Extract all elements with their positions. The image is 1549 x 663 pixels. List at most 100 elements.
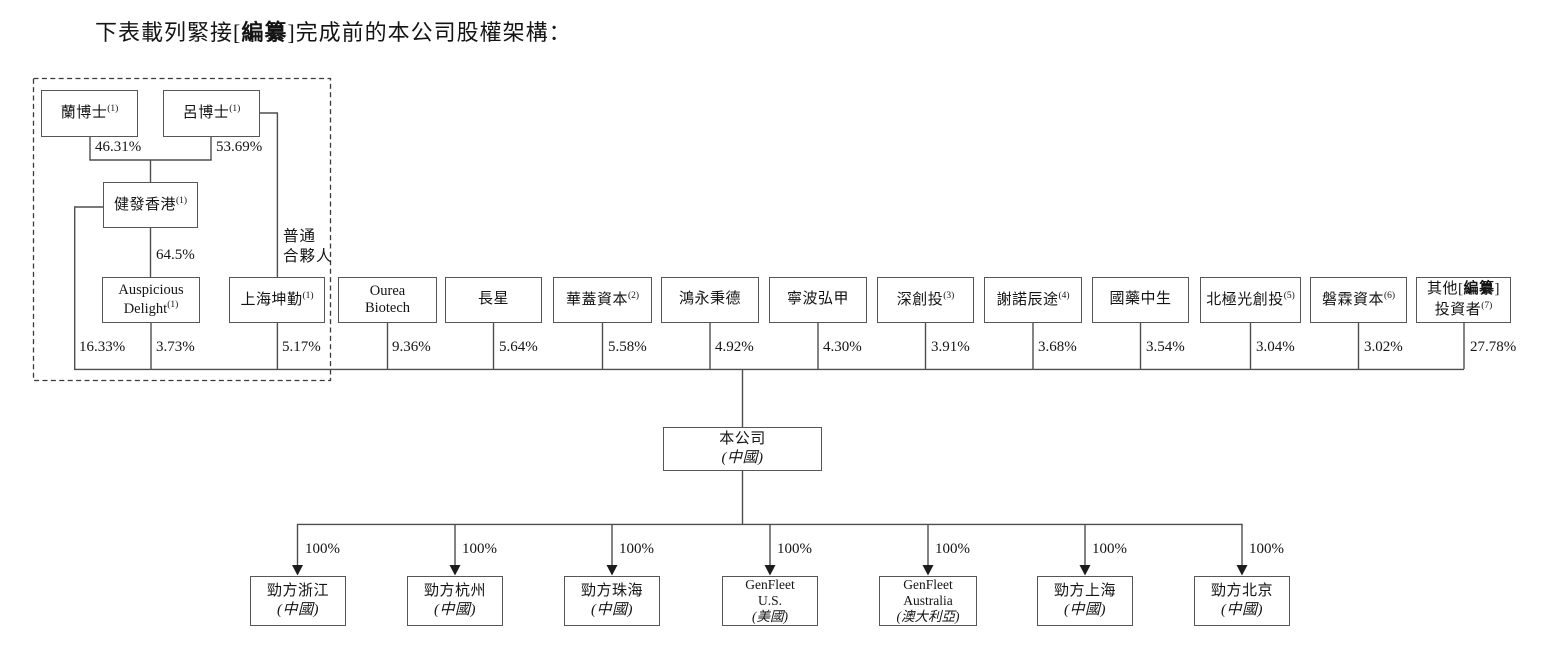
node-shanghai-kunqin: 上海坤勤(1)	[229, 277, 325, 323]
subsidiary-name-line1: GenFleet	[903, 577, 953, 593]
pct-jianfa-direct: 16.33%	[79, 339, 126, 355]
node-label: 北極光創投(5)	[1206, 290, 1295, 308]
pct-ourea: 9.36%	[392, 339, 431, 355]
pct-beijiguang: 3.04%	[1256, 339, 1295, 355]
pct-guoyao: 3.54%	[1146, 339, 1185, 355]
subsidiary-country: (中國)	[591, 602, 633, 618]
node-ningbo-hongjia: 寧波弘甲	[769, 277, 867, 323]
node-guoyao-zhongsheng: 國藥中生	[1092, 277, 1189, 323]
page-title: 下表載列緊接[編纂]完成前的本公司股權架構：	[95, 15, 572, 47]
node-hongyong-bingde: 鴻永秉德	[661, 277, 759, 323]
title-redacted-placeholder: 編纂	[241, 20, 288, 45]
pct-auspicious: 3.73%	[156, 339, 195, 355]
company-country: (中國)	[721, 450, 764, 466]
node-genfang-zhuhai: 勁方珠海 (中國)	[564, 576, 660, 626]
node-label: 上海坤勤(1)	[240, 290, 314, 308]
pct-sub-australia: 100%	[935, 541, 970, 557]
node-label: 磐霖資本(6)	[1321, 290, 1396, 308]
pct-sub-hangzhou: 100%	[462, 541, 497, 557]
node-label: 呂博士(1)	[182, 104, 241, 122]
node-ourea-biotech: Ourea Biotech	[338, 277, 437, 323]
subsidiary-name: 勁方杭州	[423, 582, 486, 599]
node-other-investors: 其他[編纂] 投資者(7)	[1416, 277, 1511, 323]
pct-huagai: 5.58%	[608, 339, 647, 355]
node-label: 鴻永秉德	[678, 291, 741, 308]
arrowhead-australia	[922, 565, 934, 576]
arrowhead-shanghai	[1079, 565, 1091, 576]
node-label-line1: 其他[編纂]	[1426, 281, 1500, 297]
subsidiary-name-line1: GenFleet	[745, 577, 795, 593]
node-genfang-beijing: 勁方北京 (中國)	[1194, 576, 1290, 626]
title-text-end: ]完成前的本公司股權架構：	[287, 20, 572, 45]
node-genfang-zhejiang: 勁方浙江 (中國)	[250, 576, 346, 626]
edge-lyu-gp-to-kunqin	[260, 112, 279, 277]
subsidiary-name-line2: Australia	[903, 593, 953, 609]
node-shenchuangtou: 深創投(3)	[877, 277, 974, 323]
node-label: 長星	[477, 291, 509, 308]
node-label: 深創投(3)	[896, 290, 955, 308]
node-changxing: 長星	[445, 277, 542, 323]
subsidiary-country: (澳大利亞)	[896, 608, 960, 624]
node-label: 健發香港(1)	[113, 195, 188, 213]
pct-sub-us: 100%	[777, 541, 812, 557]
node-genfang-hangzhou: 勁方杭州 (中國)	[407, 576, 503, 626]
node-label: 華蓋資本(2)	[565, 290, 640, 308]
arrowheads	[292, 565, 1248, 576]
subsidiary-country: (美國)	[752, 608, 788, 624]
general-partner-line1: 普通	[283, 228, 317, 245]
node-lan-boshi: 蘭博士(1)	[41, 90, 138, 137]
node-xienuo-chentu: 謝諾辰途(4)	[984, 277, 1082, 323]
node-beijiguang-ventures: 北極光創投(5)	[1200, 277, 1301, 323]
node-label-line2: 投資者(7)	[1434, 300, 1493, 318]
subsidiary-country: (中國)	[1221, 602, 1263, 618]
subsidiary-name-line2: U.S.	[757, 593, 782, 609]
subsidiary-name: 勁方北京	[1210, 582, 1273, 599]
node-genfleet-australia: GenFleet Australia (澳大利亞)	[879, 576, 977, 626]
node-auspicious-delight: Auspicious Delight(1)	[102, 277, 200, 323]
general-partner-line2: 合夥人	[283, 248, 333, 266]
pct-others: 27.78%	[1470, 339, 1517, 355]
pct-kunqin: 5.17%	[282, 339, 321, 355]
pct-lan-to-jianfa: 46.31%	[95, 139, 142, 155]
node-label-line2: Delight(1)	[123, 299, 179, 317]
subsidiary-country: (中國)	[1064, 602, 1106, 618]
node-label: 寧波弘甲	[786, 291, 849, 308]
node-label-line2: Biotech	[364, 300, 411, 316]
node-label: 謝諾辰途(4)	[996, 290, 1070, 308]
node-label: 國藥中生	[1109, 291, 1172, 308]
pct-sub-beijing: 100%	[1249, 541, 1284, 557]
pct-changxing: 5.64%	[499, 339, 538, 355]
edge-jianfa-direct	[73, 206, 103, 369]
general-partner-label: 普通 合夥人	[283, 227, 333, 267]
subsidiary-country: (中國)	[434, 602, 476, 618]
company-name: 本公司	[719, 430, 766, 447]
pct-sub-zhuhai: 100%	[619, 541, 654, 557]
node-genfleet-us: GenFleet U.S. (美國)	[722, 576, 818, 626]
pct-ningbo: 4.30%	[823, 339, 862, 355]
node-huagai-capital: 華蓋資本(2)	[553, 277, 652, 323]
node-panlin-capital: 磐霖資本(6)	[1310, 277, 1407, 323]
pct-xienuo: 3.68%	[1038, 339, 1077, 355]
pct-jianfa-to-auspicious: 64.5%	[156, 247, 195, 263]
pct-sub-shanghai: 100%	[1092, 541, 1127, 557]
arrowhead-beijing	[1236, 565, 1248, 576]
pct-lyu-to-jianfa: 53.69%	[216, 139, 263, 155]
pct-sub-zhejiang: 100%	[305, 541, 340, 557]
node-company: 本公司 (中國)	[663, 427, 822, 471]
subsidiary-name: 勁方珠海	[580, 582, 643, 599]
node-jianfa-hongkong: 健發香港(1)	[103, 182, 198, 228]
node-label-line1: Ourea	[369, 282, 406, 299]
node-lyu-boshi: 呂博士(1)	[163, 90, 260, 137]
node-label-line1: Auspicious	[118, 282, 184, 299]
arrowhead-zhejiang	[292, 565, 303, 576]
subsidiary-country: (中國)	[277, 602, 319, 618]
title-text: 下表載列緊接[	[95, 20, 242, 45]
node-genfang-shanghai: 勁方上海 (中國)	[1037, 576, 1133, 626]
founders-group-dashed-border	[32, 77, 332, 382]
pct-hongyong: 4.92%	[715, 339, 754, 355]
pct-shenchuangtou: 3.91%	[931, 339, 970, 355]
node-label: 蘭博士(1)	[60, 104, 119, 122]
subsidiary-name: 勁方浙江	[266, 582, 329, 599]
subsidiary-name: 勁方上海	[1053, 582, 1116, 599]
